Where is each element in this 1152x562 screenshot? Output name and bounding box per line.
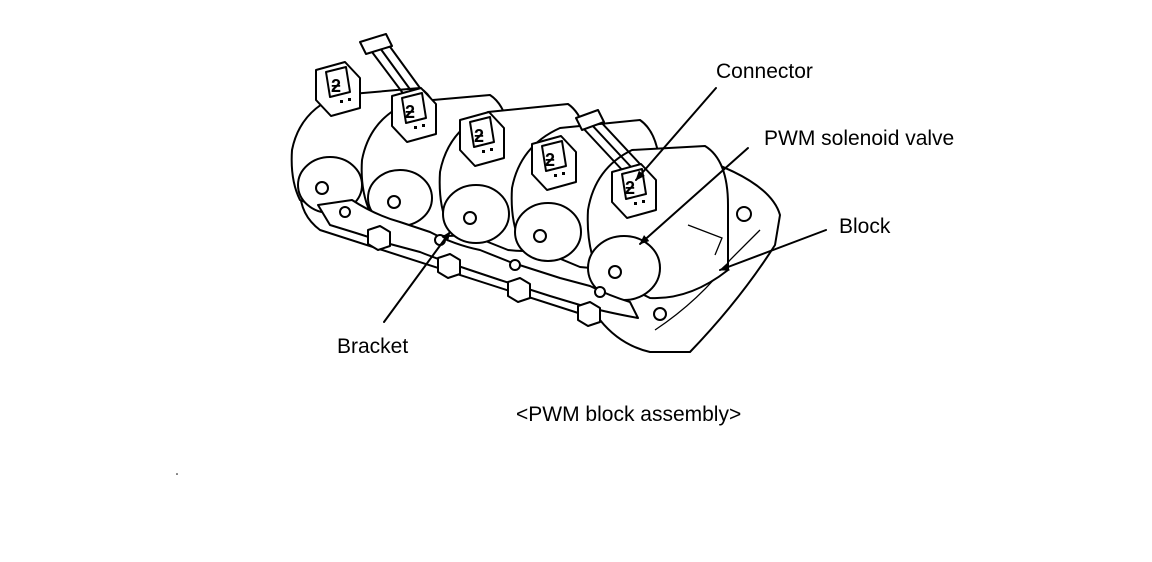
bracket-label: Bracket (337, 335, 409, 358)
connector-label: Connector (716, 60, 813, 83)
solenoid-valve-5 (586, 145, 729, 301)
block-label: Block (839, 215, 891, 238)
svg-text:ƻ: ƻ (625, 178, 635, 198)
svg-text:ƻ: ƻ (474, 126, 484, 146)
leader-connector-arrow (635, 87, 717, 181)
bracket-bolts (367, 225, 601, 327)
connector-1: ƻ (315, 61, 361, 117)
wires (359, 33, 641, 173)
leader-block-arrow (719, 229, 827, 271)
connector-4: ƻ (531, 135, 577, 191)
pwm-solenoid-valve-label: PWM solenoid valve (764, 127, 955, 150)
figure-caption: <PWM block assembly> (516, 403, 742, 426)
speck (176, 473, 178, 475)
leader-bracket-arrow (383, 231, 451, 323)
leader-pwm-solenoid-arrow (639, 147, 749, 245)
svg-text:ƻ: ƻ (331, 76, 341, 96)
connector-5: ƻ (611, 163, 657, 219)
connector-3: ƻ (459, 111, 505, 167)
svg-text:ƻ: ƻ (405, 102, 415, 122)
svg-text:ƻ: ƻ (545, 150, 555, 170)
connector-2: ƻ (391, 87, 437, 143)
